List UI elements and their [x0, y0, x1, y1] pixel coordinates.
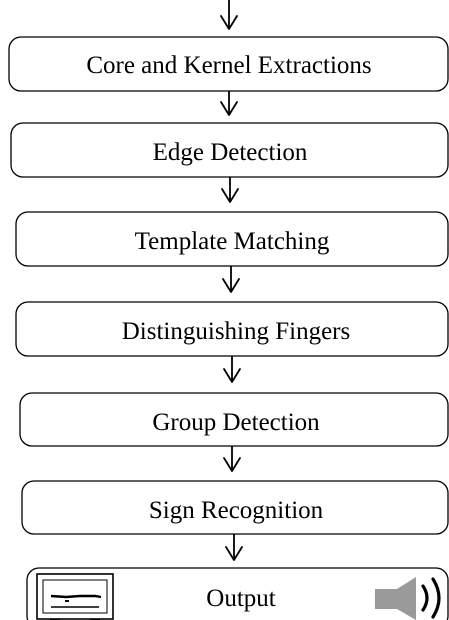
step-template-matching: Template Matching	[15, 211, 449, 267]
step-core-kernel-extractions: Core and Kernel Extractions	[8, 36, 449, 92]
step-label: Distinguishing Fingers	[122, 318, 351, 345]
step-group-detection: Group Detection	[19, 392, 449, 447]
flow-arrow-0	[220, 0, 238, 30]
flow-arrow-3	[222, 266, 240, 293]
step-distinguishing-fingers: Distinguishing Fingers	[15, 301, 449, 357]
step-label: Group Detection	[152, 409, 320, 436]
step-box	[21, 480, 449, 535]
flow-arrow-1	[220, 91, 238, 116]
step-label: Core and Kernel Extractions	[86, 52, 371, 79]
step-output: Output	[26, 567, 449, 620]
flow-arrow-4	[223, 356, 241, 383]
monitor-icon	[36, 573, 114, 620]
speaker-icon	[375, 577, 441, 620]
step-box	[15, 211, 449, 267]
step-label: Edge Detection	[153, 139, 308, 166]
step-label: Template Matching	[135, 228, 330, 255]
output-box	[26, 567, 449, 620]
step-sign-recognition: Sign Recognition	[21, 480, 449, 535]
output-label: Output	[206, 585, 276, 612]
flow-arrow-5	[223, 446, 241, 472]
flow-arrow-6	[225, 534, 243, 561]
step-label: Sign Recognition	[149, 497, 324, 524]
step-box	[19, 392, 449, 447]
flow-arrow-2	[221, 177, 239, 203]
step-edge-detection: Edge Detection	[10, 122, 449, 178]
